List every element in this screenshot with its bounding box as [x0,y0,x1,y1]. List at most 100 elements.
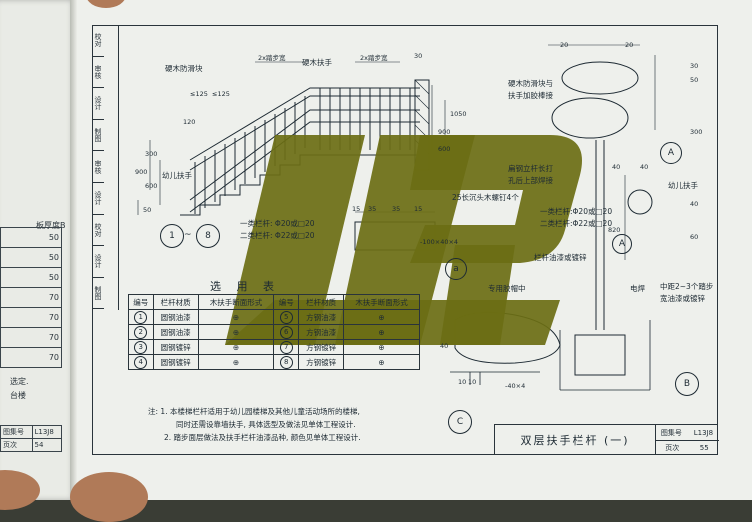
label-flat-bar-2: -40×4 [505,382,526,390]
left-header: 板厚度B [36,221,66,230]
table-row: 3 圆钢镀锌 ⊕ 7 方钢镀锌 ⊕ [128,339,420,355]
strip-cell: 设计 [92,88,104,120]
page-cell: 页次 55 [655,440,719,455]
label-dim-300b: 300 [690,128,703,136]
material-cell: 方钢油漆 [298,309,345,325]
table-row: 4 圆钢镀锌 ⊕ 8 方钢镀锌 ⊕ [128,354,420,370]
section-symbol-icon: ⊕ [378,357,385,367]
label-wood-anti-slip: 硬木防滑块 [165,64,203,73]
label-dim-125b: ≤125 [212,90,230,98]
detail-circle-A2: A [612,234,632,254]
row-number: 3 [134,340,148,354]
label-dim-10a: 10 [458,378,467,386]
label-top-20b: 20 [625,41,634,49]
selection-table: 编号 栏杆材质 木扶手断面形式 编号 栏杆材质 木扶手断面形式 1 圆钢油漆 ⊕… [128,294,420,370]
detail-circle-a: a [445,258,467,280]
row-number: 5 [279,310,293,324]
label-dim-900b: 900 [438,128,451,136]
label-stair-width-1: 2x踏步宽 [258,54,286,62]
col-header: 木扶手断面形式 [343,294,420,310]
note-line-3: 2. 踏步面层做法及扶手栏杆油漆品种, 颜色见单体工程设计. [164,433,361,442]
post-base-embed [574,334,626,376]
label-rails-2: 二类栏杆:Φ22或□20 [540,219,613,228]
label-dim-125a: ≤125 [190,90,208,98]
strip-cell: 校对 [92,215,104,247]
label-dim-300: 300 [145,150,158,158]
table-row: 2 圆钢油漆 ⊕ 6 方钢油漆 ⊕ [128,324,420,340]
handrail-top [189,95,420,171]
detail-circle-A: A [660,142,682,164]
section-symbol-icon: ⊕ [232,357,240,367]
label-paint: 栏杆油漆或镀锌 [534,253,587,262]
section-symbol-icon: ⊕ [232,327,240,337]
drawing-title: 双层扶手栏杆 (一) [495,425,656,455]
left-page-number: 54 [31,438,62,452]
section-symbol-icon: ⊕ [378,312,385,322]
notes-prefix: 注: [148,407,159,416]
atlas-label: 图集号 [660,428,682,437]
thumb-top [86,0,126,8]
label-steel-post: 扁钢立杆长打 [508,164,553,173]
label-child-handrail-2: 幼儿扶手 [668,181,698,190]
col-header: 编号 [128,294,154,310]
label-flat-bar: -100×40×4 [420,238,459,246]
label-dim-40c: 40 [690,200,699,208]
strip-cell: 设计 [92,246,104,278]
section-symbol-icon: ⊕ [378,327,385,337]
label-steel-post-2: 孔后上部焊接 [508,176,553,185]
row-number: 4 [134,355,148,369]
handrail-profile-mid [551,97,629,139]
label-dim-30b: 30 [690,62,699,70]
strip-cell: 审核 [92,151,104,183]
left-values-table: 50 50 50 70 70 70 70 [0,215,62,368]
selection-table-title: 选 用 表 [210,280,280,293]
label-anti-slip-3: 扶手加胶棒接 [508,91,553,100]
row-number: 2 [134,325,148,339]
book-spine [70,0,78,500]
label-dim-30: 30 [414,52,423,60]
label-dim-40d: 40 [440,342,449,350]
label-rails-1: 一类栏杆:Φ20或□20 [540,207,613,216]
detail-circle-C: C [448,410,472,434]
label-dim-35b: 35 [392,205,401,213]
left-value: 70 [0,347,62,368]
label-dim-15: 15 [352,205,361,213]
section-symbol-icon: ⊕ [378,342,385,352]
title-block: 双层扶手栏杆 (一) 图集号 L13J8 页次 55 [494,424,719,455]
label-mid-distance-2: 宽油漆或镀锌 [660,294,705,303]
strip-cell: 设计 [92,183,104,215]
steel-post [595,140,605,330]
page-label: 页次 [665,443,680,452]
label-screws: 25长沉头木螺钉4个 [452,193,519,202]
side-signature-strip: 校对 审核 设计 制图 审核 设计 校对 设计 制图 [92,25,119,310]
note-line-2: 同时还需设靠墙扶手, 具体选型及做法见单体工程设计. [176,420,356,429]
label-steel-rail-1: 一类栏杆: Φ20或□20 [240,219,315,228]
label-mid-distance: 中距2~3个踏步 [660,282,714,291]
label-anti-slip-2: 硬木防滑块与 [508,79,553,88]
drawing-frame [92,25,718,455]
strip-cell: 审核 [92,57,104,89]
material-cell: 圆钢镀锌 [152,339,199,355]
label-dim-35a: 35 [368,205,377,213]
range-tilde: ~ [184,230,192,240]
material-cell: 圆钢油漆 [152,324,199,340]
table-header-row: 编号 栏杆材质 木扶手断面形式 编号 栏杆材质 木扶手断面形式 [128,294,420,310]
row-number: 8 [279,355,293,369]
label-dim-15b: 15 [414,205,423,213]
child-handrail-section [627,189,653,215]
label-dim-600: 600 [145,182,158,190]
label-special-nut: 专用胶帽中 [488,284,526,293]
label-dim-1050: 1050 [450,110,467,118]
page-number: 55 [699,443,709,452]
note-line-1: 1. 本楼梯栏杆适用于幼儿园楼梯及其他儿童活动场所的楼梯, [160,407,360,416]
row-number: 6 [279,325,293,339]
col-header: 编号 [273,294,300,310]
label-wood-handrail: 硬木扶手 [302,58,332,67]
label-steel-rail-2: 二类栏杆: Φ22或□20 [240,231,315,240]
notes-block: 注: 1. 本楼梯栏杆适用于幼儿园楼梯及其他儿童活动场所的楼梯, 同时还需设靠墙… [148,405,361,444]
label-dim-10b: 10 [468,378,477,386]
material-cell: 圆钢镀锌 [152,354,199,370]
label-dim-120: 120 [183,118,196,126]
handrail-top [189,87,420,161]
